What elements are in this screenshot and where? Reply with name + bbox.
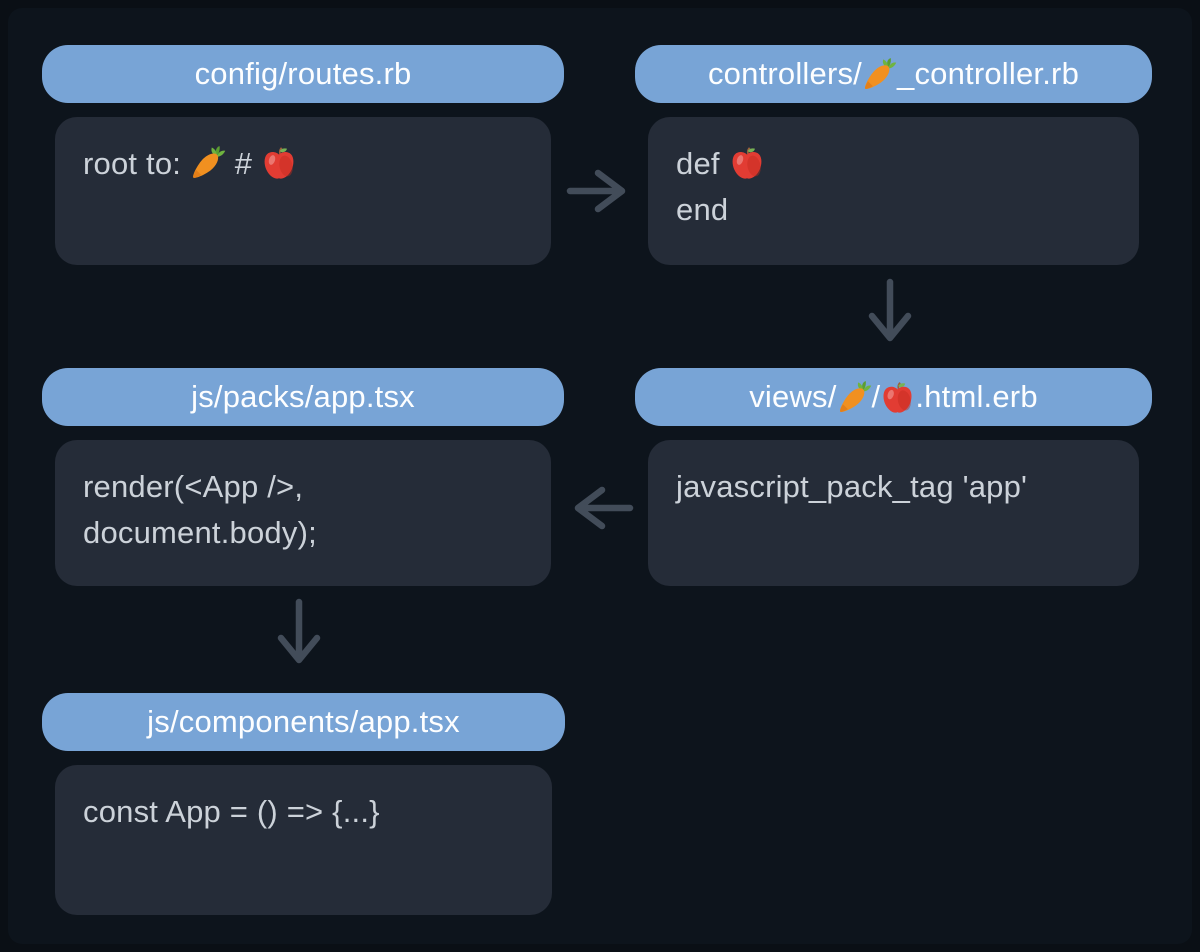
node-js-component-title: js/components/app.tsx — [42, 693, 565, 751]
node-js-component-code: const App = () => {...} — [55, 765, 552, 915]
text-segment: render(<App />, — [83, 469, 304, 504]
code-line: render(<App />, — [83, 464, 523, 510]
code-line: def — [676, 141, 1111, 187]
node-view-template-code: javascript_pack_tag 'app' — [648, 440, 1139, 586]
text-segment: javascript_pack_tag 'app' — [676, 469, 1028, 504]
text-segment: root to: — [83, 146, 190, 181]
code-line: document.body); — [83, 510, 523, 556]
node-config-routes-title: config/routes.rb — [42, 45, 564, 103]
node-controller-file: controllers/ _controller.rb def end — [635, 45, 1152, 265]
code-line: const App = () => {...} — [83, 789, 524, 835]
arrow-pack-to-component-icon — [277, 598, 321, 664]
node-config-routes-code: root to: # — [55, 117, 551, 265]
node-js-component: js/components/app.tsx const App = () => … — [42, 693, 565, 915]
node-config-routes: config/routes.rb root to: # — [42, 45, 564, 265]
node-view-template: views/ / .html.erb javascript_pack_tag '… — [635, 368, 1152, 586]
node-controller-file-title: controllers/ _controller.rb — [635, 45, 1152, 103]
carrot-icon — [193, 146, 226, 178]
text-segment: .html.erb — [915, 379, 1038, 414]
code-line: end — [676, 187, 1111, 233]
code-line: javascript_pack_tag 'app' — [676, 464, 1111, 510]
text-segment: # — [225, 146, 261, 181]
apple-icon — [883, 381, 912, 413]
text-segment: views/ — [749, 379, 837, 414]
carrot-icon — [865, 57, 897, 89]
node-controller-file-code: def end — [648, 117, 1139, 265]
text-segment: / — [871, 379, 881, 414]
text-segment: controllers/ — [707, 56, 862, 91]
node-js-pack: js/packs/app.tsx render(<App />, document… — [42, 368, 564, 586]
text-segment: def — [676, 146, 729, 181]
node-js-pack-title: js/packs/app.tsx — [42, 368, 564, 426]
code-line: root to: # — [83, 141, 523, 187]
text-segment: js/packs/app.tsx — [191, 379, 415, 414]
arrow-routes-to-controller-icon — [566, 169, 626, 213]
node-js-pack-code: render(<App />, document.body); — [55, 440, 551, 586]
text-segment: js/components/app.tsx — [147, 704, 460, 739]
arrow-controller-to-view-icon — [868, 278, 912, 342]
node-view-template-title: views/ / .html.erb — [635, 368, 1152, 426]
apple-icon — [732, 147, 761, 179]
apple-icon — [264, 147, 294, 179]
text-segment: end — [676, 192, 729, 227]
text-segment: config/routes.rb — [194, 56, 412, 91]
arrow-view-to-pack-icon — [574, 486, 634, 530]
text-segment: document.body); — [83, 515, 317, 550]
text-segment: _controller.rb — [897, 56, 1080, 91]
text-segment: const App = () => {...} — [83, 794, 380, 829]
carrot-icon — [839, 380, 871, 412]
